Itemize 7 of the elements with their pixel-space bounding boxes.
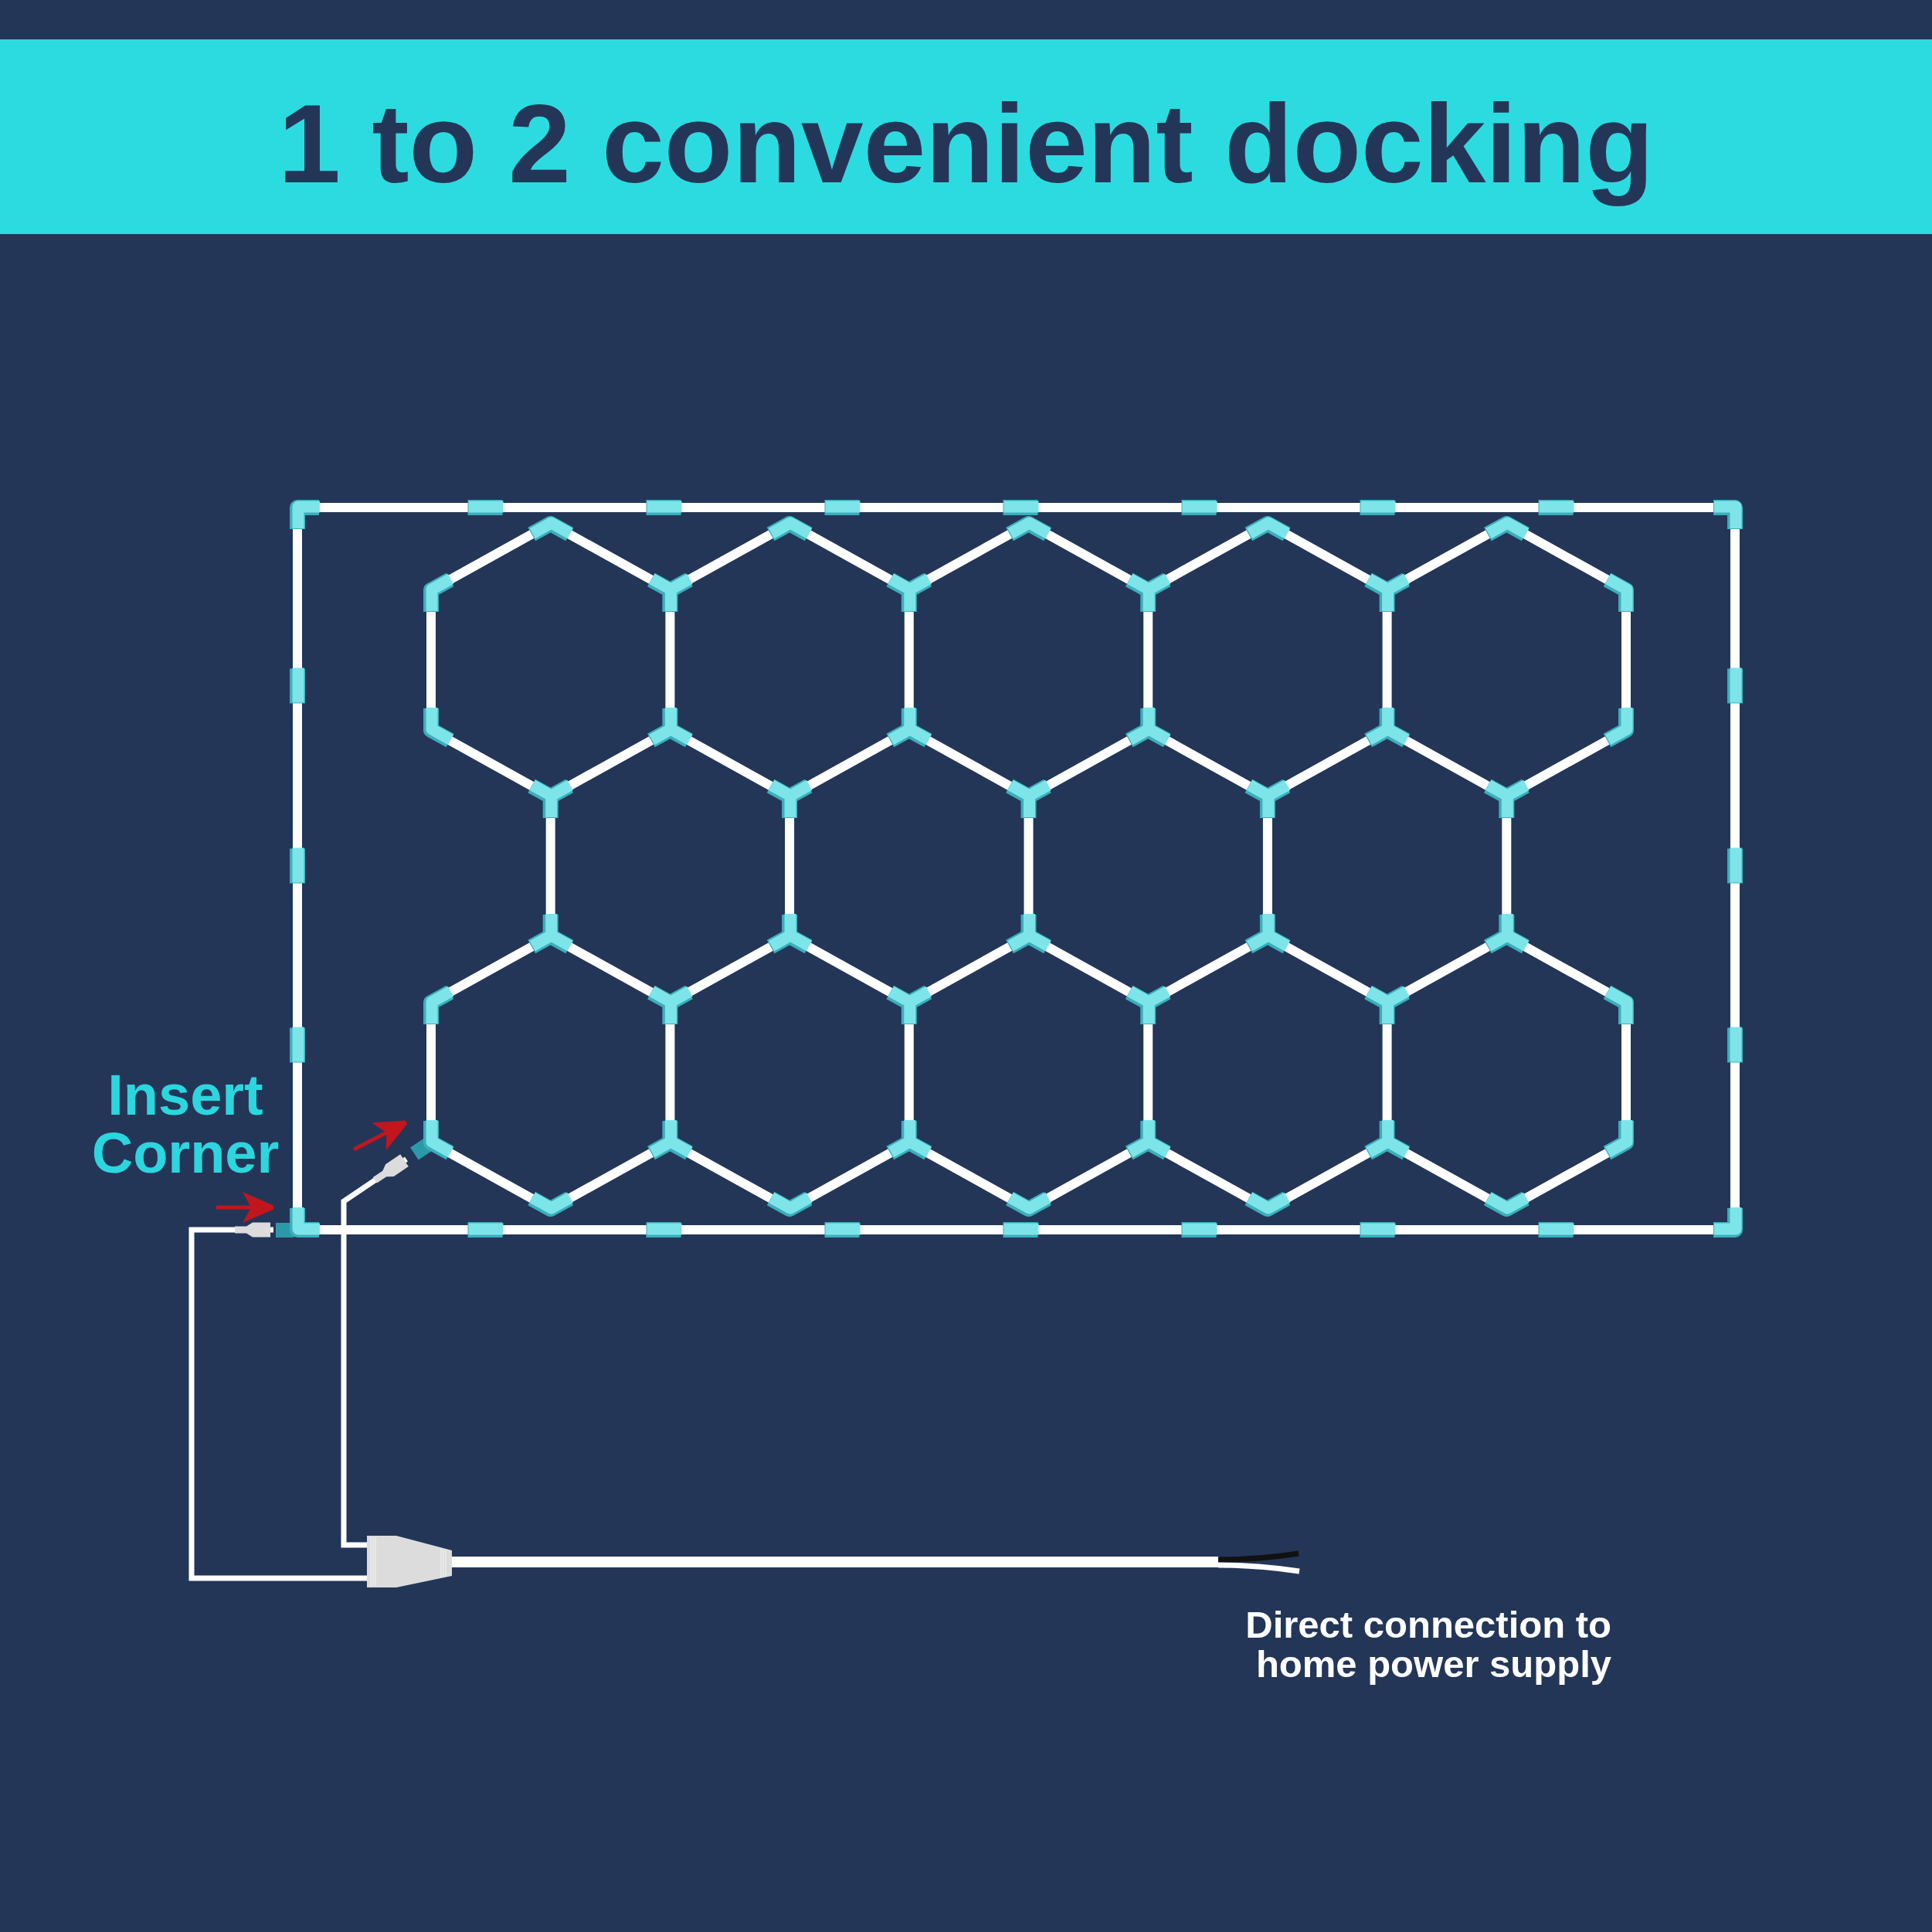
annotation-text: Insert Corner — [90, 1066, 280, 1182]
title: 1 to 2 convenient docking — [278, 80, 1654, 208]
annotation-text: Direct connection to home power supply — [1244, 1605, 1611, 1684]
cable — [341, 1156, 408, 1548]
power-cable — [452, 1557, 1218, 1567]
splitter-connector — [367, 1536, 452, 1587]
cable — [188, 1227, 367, 1581]
